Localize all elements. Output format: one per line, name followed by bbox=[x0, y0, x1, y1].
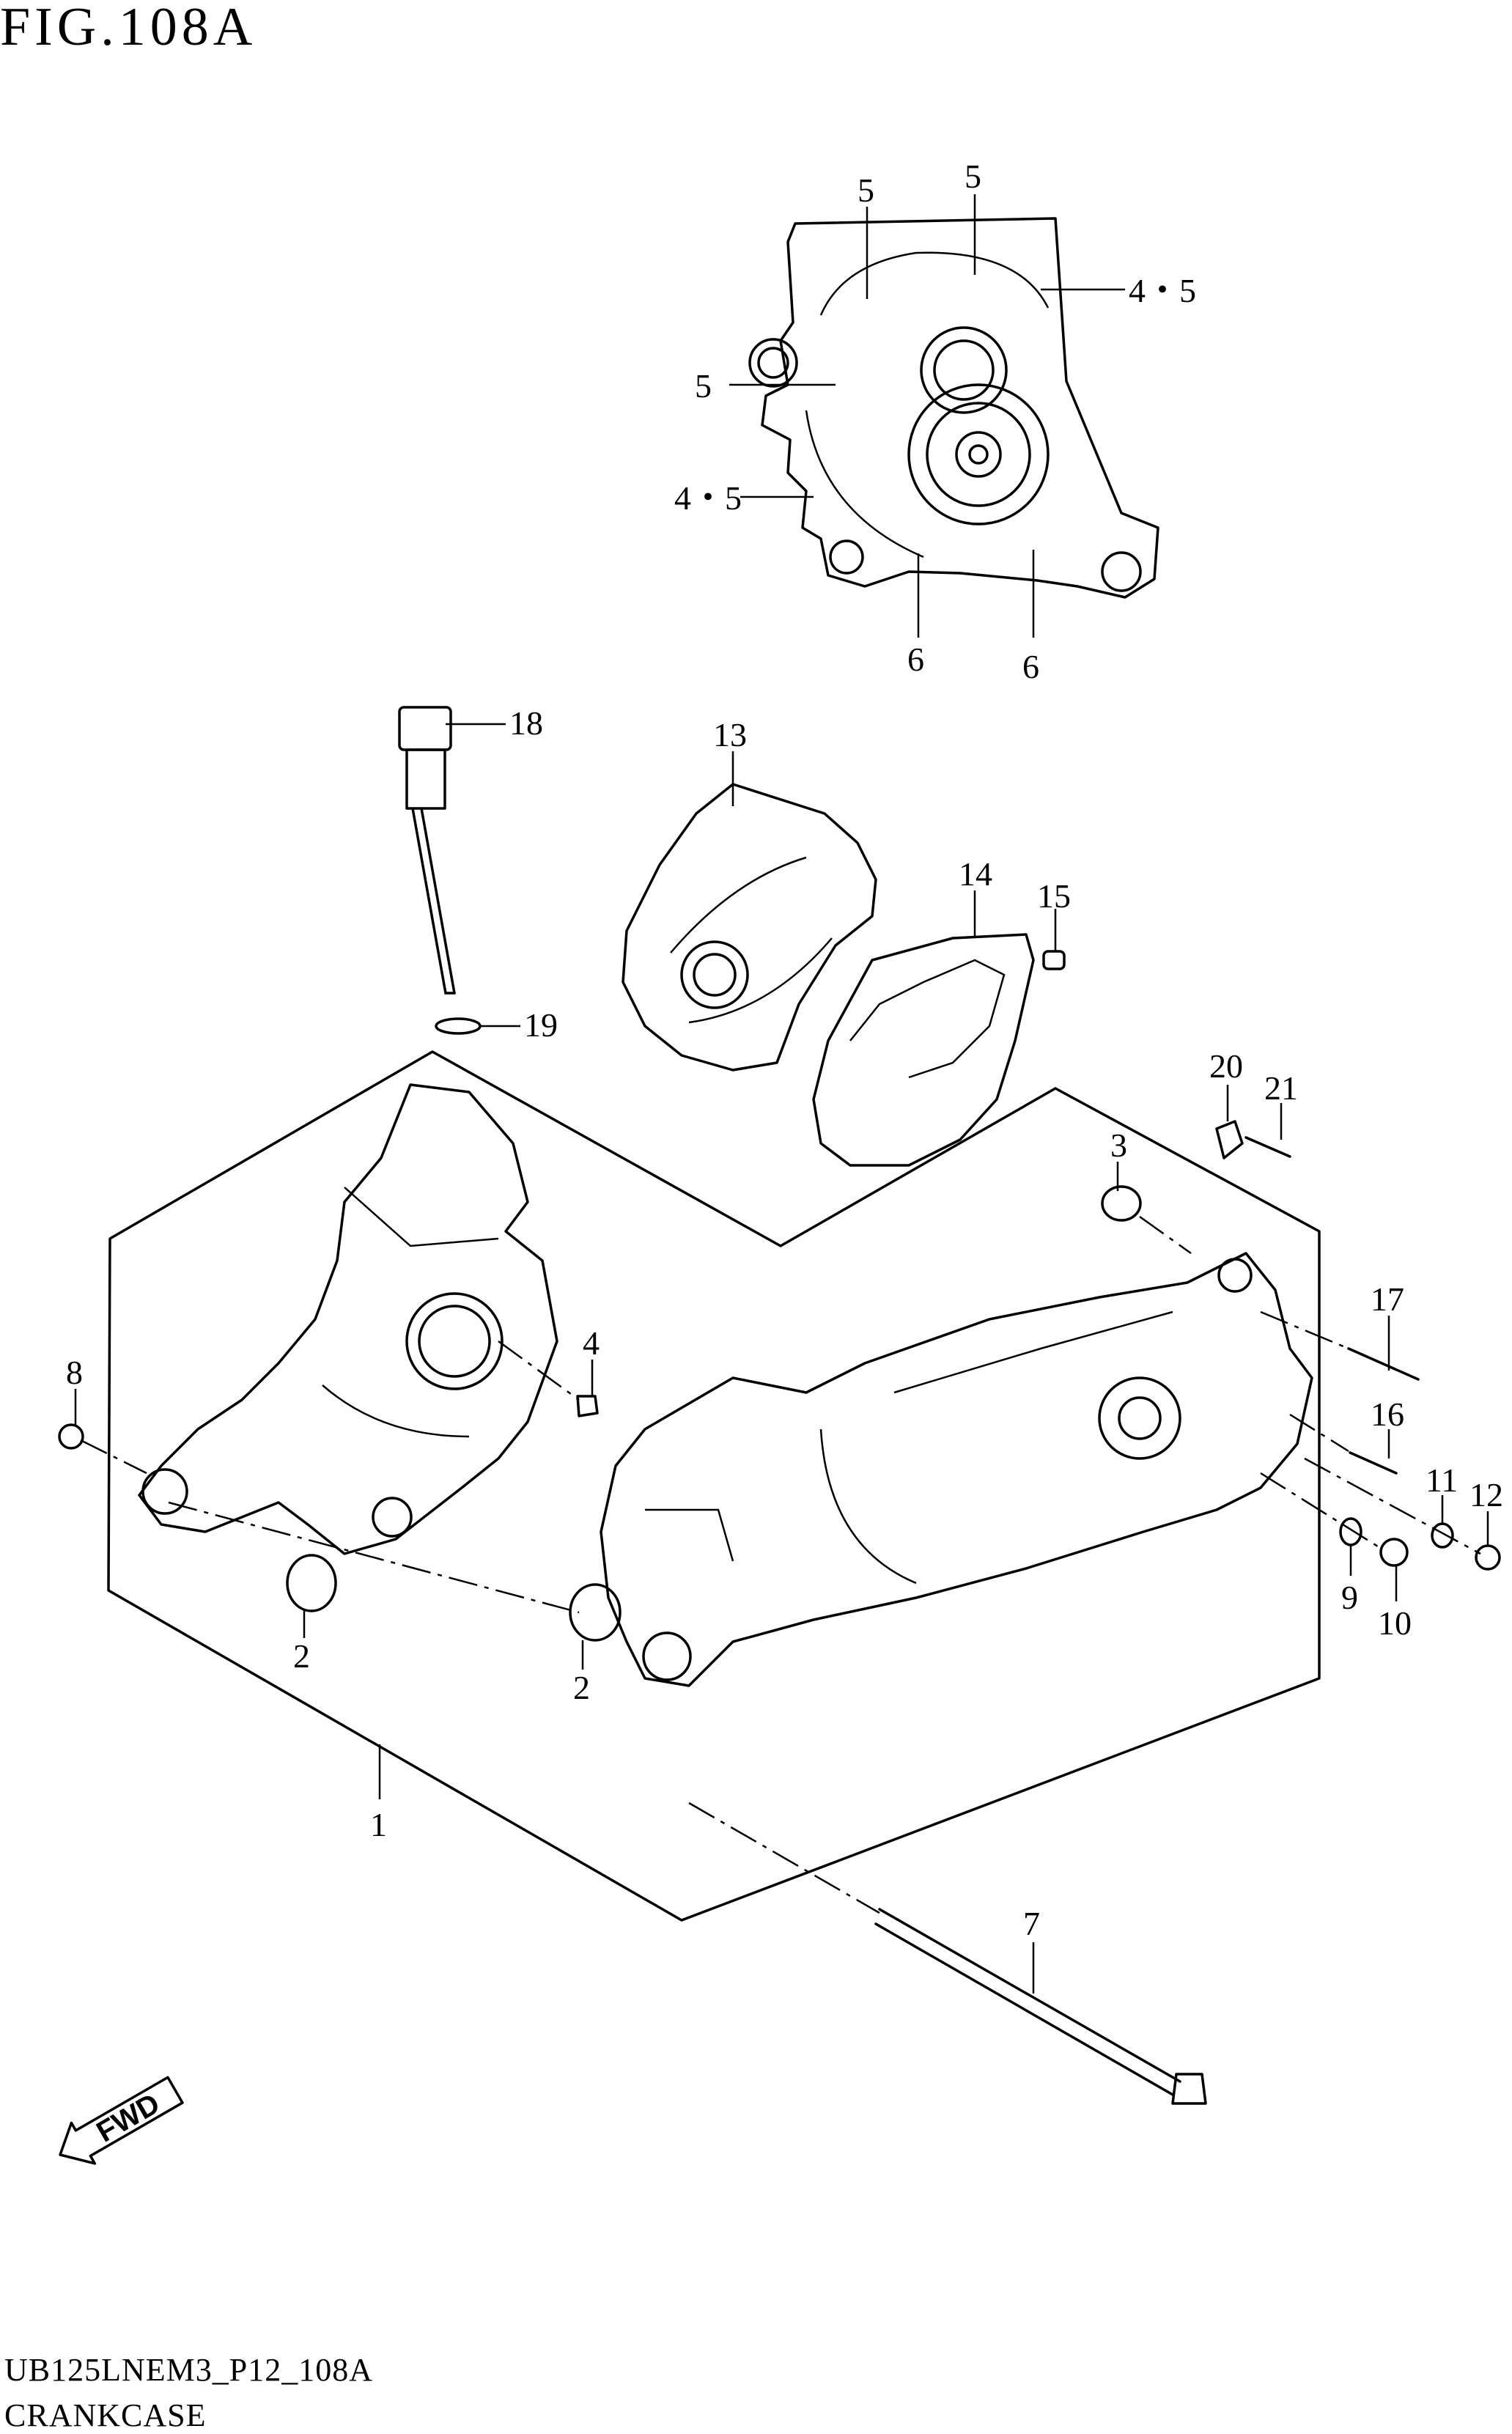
callout-label: 5 bbox=[858, 172, 874, 209]
callout-label: 5 bbox=[695, 367, 712, 405]
callout-label: 10 bbox=[1378, 1604, 1412, 1642]
alignment-line-12 bbox=[1304, 1457, 1481, 1555]
figure-title: FIG.108A bbox=[0, 0, 257, 57]
callout-label: 4 bbox=[583, 1324, 600, 1362]
callout-label: 7 bbox=[1023, 1905, 1040, 1942]
callout-label: 21 bbox=[1264, 1069, 1298, 1107]
alignment-line-3 bbox=[1139, 1215, 1192, 1255]
bolt-12 bbox=[1475, 1544, 1501, 1571]
callout-label: 14 bbox=[959, 855, 992, 893]
clamp-20 bbox=[1215, 1120, 1244, 1159]
figure-name: CRANKCASE bbox=[4, 2397, 207, 2433]
washer-9 bbox=[1339, 1517, 1362, 1546]
callout-label: 15 bbox=[1037, 877, 1071, 915]
bolt-16 bbox=[1349, 1451, 1398, 1475]
leader-lines bbox=[74, 194, 1489, 1994]
left-crankcase-outline bbox=[107, 1050, 1321, 1922]
bolt-17 bbox=[1347, 1347, 1420, 1381]
oil-level-gauge bbox=[398, 706, 456, 995]
callout-label: 11 bbox=[1426, 1461, 1458, 1499]
callout-label: 18 bbox=[509, 704, 543, 742]
alignment-line-17 bbox=[1260, 1310, 1349, 1350]
callout-label: 16 bbox=[1371, 1395, 1404, 1433]
fwd-arrow: FWD bbox=[59, 2076, 184, 2165]
callout-label: 9 bbox=[1341, 1579, 1358, 1616]
bolt-21 bbox=[1244, 1136, 1291, 1158]
nut-8 bbox=[58, 1423, 84, 1450]
bushing-2-left bbox=[286, 1554, 337, 1612]
bolt-10 bbox=[1379, 1538, 1409, 1567]
washer-11 bbox=[1431, 1522, 1454, 1549]
left-crankcase-half bbox=[138, 1083, 558, 1555]
callout-label: 2 bbox=[293, 1637, 310, 1675]
alignment-line-8 bbox=[80, 1439, 147, 1475]
alignment-line-bolt-7 bbox=[688, 1801, 880, 1914]
callout-label: 2 bbox=[573, 1669, 590, 1706]
callout-label: 17 bbox=[1371, 1280, 1404, 1318]
alignment-line-16 bbox=[1289, 1413, 1349, 1453]
callout-label: 4・5 bbox=[674, 479, 742, 517]
o-ring-19 bbox=[435, 1017, 482, 1035]
alignment-line-bushing-2 bbox=[168, 1501, 580, 1614]
callout-label: 4・5 bbox=[1129, 272, 1196, 309]
gearbox-cover-13 bbox=[622, 783, 877, 1072]
bushing-2-right bbox=[569, 1583, 622, 1642]
figure-code: UB125LNEM3_P12_108A bbox=[4, 2352, 374, 2388]
callout-label: 12 bbox=[1469, 1476, 1503, 1513]
dowel-15 bbox=[1042, 950, 1066, 970]
callout-labels: 5 5 4・5 5 4・5 6 6 18 13 14 15 19 20 21 3… bbox=[66, 158, 1503, 1942]
callout-label: 20 bbox=[1209, 1047, 1243, 1085]
callout-label: 6 bbox=[1022, 648, 1039, 685]
gasket-14 bbox=[812, 933, 1035, 1167]
callout-label: 19 bbox=[524, 1006, 558, 1044]
bush-4 bbox=[576, 1395, 599, 1417]
callout-label: 13 bbox=[713, 716, 747, 753]
callout-label: 3 bbox=[1110, 1126, 1127, 1164]
bushing-3 bbox=[1101, 1185, 1142, 1222]
callout-label: 6 bbox=[907, 641, 924, 678]
alignment-line-4 bbox=[498, 1340, 580, 1401]
callout-label: 1 bbox=[370, 1806, 387, 1843]
alignment-line-10 bbox=[1260, 1472, 1379, 1548]
right-crankcase-half bbox=[600, 1252, 1313, 1687]
callout-label: 8 bbox=[66, 1354, 83, 1391]
fwd-arrow-label: FWD bbox=[92, 2087, 166, 2149]
long-bolt-7 bbox=[874, 1908, 1207, 2105]
callout-label: 5 bbox=[965, 158, 981, 195]
crankcase-cover-top bbox=[748, 217, 1159, 599]
